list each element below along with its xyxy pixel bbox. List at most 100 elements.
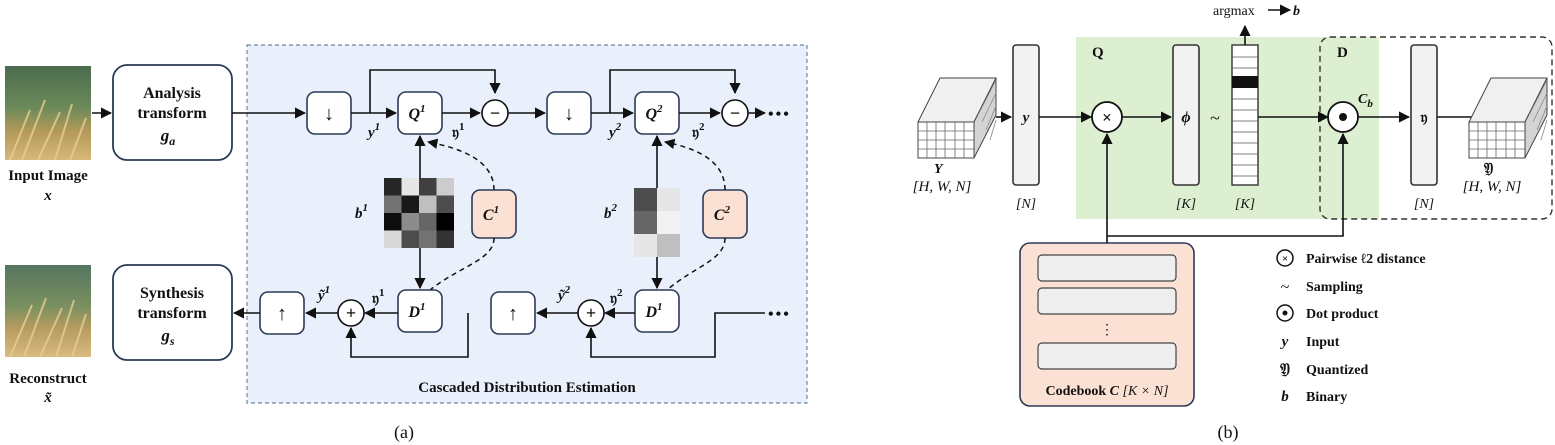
Y-label: Y: [934, 162, 944, 177]
q2-label: Q2: [645, 103, 663, 123]
argmax-label: argmax: [1213, 4, 1255, 19]
d1-label: D1: [407, 301, 425, 321]
eta-vector-dims: [N]: [1414, 197, 1434, 212]
code-cell: [657, 188, 680, 211]
ytilde2-label: ỹ2: [556, 284, 571, 304]
code-cell: [436, 195, 454, 213]
codebook-dots: ⋮: [1100, 323, 1114, 338]
upsample-2-symbol: ↑: [508, 303, 518, 325]
eta-vector: [1410, 44, 1438, 186]
codebook-entry: [1037, 287, 1177, 315]
q-region-label: Q: [1092, 45, 1104, 61]
code-cell: [401, 230, 419, 248]
d1-box: [397, 289, 443, 333]
top-ellipsis: •••: [768, 106, 791, 123]
downsample-2-symbol: ↓: [564, 103, 574, 125]
reconstruct-label: Reconstruct: [9, 371, 86, 387]
legend-sym-binary: b: [1281, 389, 1289, 405]
q1-label: Q1: [408, 103, 425, 123]
c2-label: C2: [714, 204, 731, 224]
plus-1-symbol: +: [346, 303, 356, 323]
code-cell: [436, 178, 454, 196]
legend-sym-quantized: 𝔜: [1279, 362, 1290, 378]
legend-item-quantized: Quantized: [1306, 363, 1368, 378]
code-cell: [419, 213, 437, 231]
b2-label: b2: [604, 202, 618, 222]
code-cell: [436, 230, 454, 248]
upsample-1-symbol: ↑: [277, 303, 287, 325]
codebook-entry: [1037, 342, 1177, 370]
caption-a: (a): [394, 422, 414, 443]
upsample-2-box: [490, 291, 536, 335]
c1-label: C1: [483, 204, 499, 224]
minus-1-symbol: −: [490, 103, 500, 123]
svg-text:×: ×: [1282, 253, 1288, 265]
code-cell: [657, 234, 680, 257]
y-vector: [1012, 44, 1040, 186]
analysis-line2: transform: [137, 105, 207, 122]
y2-label: y2: [607, 121, 622, 141]
synthesis-var: gs: [160, 326, 175, 348]
minus-2-symbol: −: [730, 103, 740, 123]
y-tensor-cube: [917, 77, 997, 159]
Yq-label: 𝔜: [1483, 161, 1493, 177]
code-cell: [419, 178, 437, 196]
downsample-1-symbol: ↓: [324, 103, 334, 125]
legend-item-binary: Binary: [1306, 390, 1347, 405]
Y-dims: [H, W, N]: [913, 179, 972, 195]
code-cell: [384, 178, 402, 196]
cb-label: Cb: [1358, 92, 1373, 110]
input-image: [5, 66, 91, 161]
code-cell: [634, 211, 657, 234]
y-vector-dims: [N]: [1016, 197, 1036, 212]
code-cell: [401, 178, 419, 196]
code-cell: [419, 230, 437, 248]
y-vector-label: y: [1021, 110, 1030, 126]
plus-2-symbol: +: [586, 303, 596, 323]
code-cell: [401, 213, 419, 231]
code-cell: [657, 211, 680, 234]
input-image-label: Input Image: [8, 168, 88, 184]
eta1-bottom-label: 𝔶1: [371, 287, 384, 307]
Yq-dims: [H, W, N]: [1463, 179, 1522, 195]
legend-item-pairwise: Pairwise ℓ2 distance: [1306, 252, 1426, 267]
quantized-tensor-cube: [1468, 77, 1548, 159]
code-cell: [401, 195, 419, 213]
phi-vector: [1172, 44, 1200, 186]
codebook-entry: [1037, 254, 1177, 282]
legend-sym-sampling: ~: [1281, 279, 1290, 296]
argmax-target: b: [1293, 4, 1300, 19]
analysis-line1: Analysis: [143, 85, 201, 102]
b1-grid: [384, 178, 454, 248]
reconstruct-var: x̃: [43, 390, 52, 406]
pairwise-distance-symbol: ×: [1102, 108, 1112, 127]
code-cell: [384, 195, 402, 213]
eta2-label: 𝔶2: [691, 121, 705, 141]
y1-label: y1: [366, 121, 380, 141]
legend-item-input: Input: [1306, 335, 1340, 350]
cde-title: Cascaded Distribution Estimation: [418, 380, 636, 396]
dot-product-center: [1339, 113, 1347, 121]
d-region: [1319, 36, 1553, 220]
caption-b: (b): [1218, 422, 1239, 443]
legend-item-sampling: Sampling: [1306, 280, 1363, 295]
analysis-var: ga: [160, 126, 176, 148]
sampled-vector: [1231, 44, 1259, 186]
synthesis-transform-box: [112, 264, 233, 361]
code-cell: [384, 230, 402, 248]
reconstruct-image: [5, 265, 91, 358]
code-cell: [634, 234, 657, 257]
legend-item-dot: Dot product: [1306, 307, 1379, 322]
code-cell: [634, 188, 657, 211]
eta2-bottom-label: 𝔶2: [609, 287, 623, 307]
d2-box: [634, 289, 680, 333]
ytilde1-label: ỹ1: [316, 284, 330, 304]
legend: × Pairwise ℓ2 distance ~ Sampling Dot pr…: [1276, 249, 1426, 405]
synthesis-line2: transform: [137, 305, 207, 322]
eta1-label: 𝔶1: [451, 121, 464, 141]
synthesis-line1: Synthesis: [140, 285, 204, 302]
phi-vector-dims: [K]: [1176, 197, 1196, 212]
d2-label: D1: [644, 301, 662, 321]
bottom-ellipsis: •••: [768, 306, 791, 323]
